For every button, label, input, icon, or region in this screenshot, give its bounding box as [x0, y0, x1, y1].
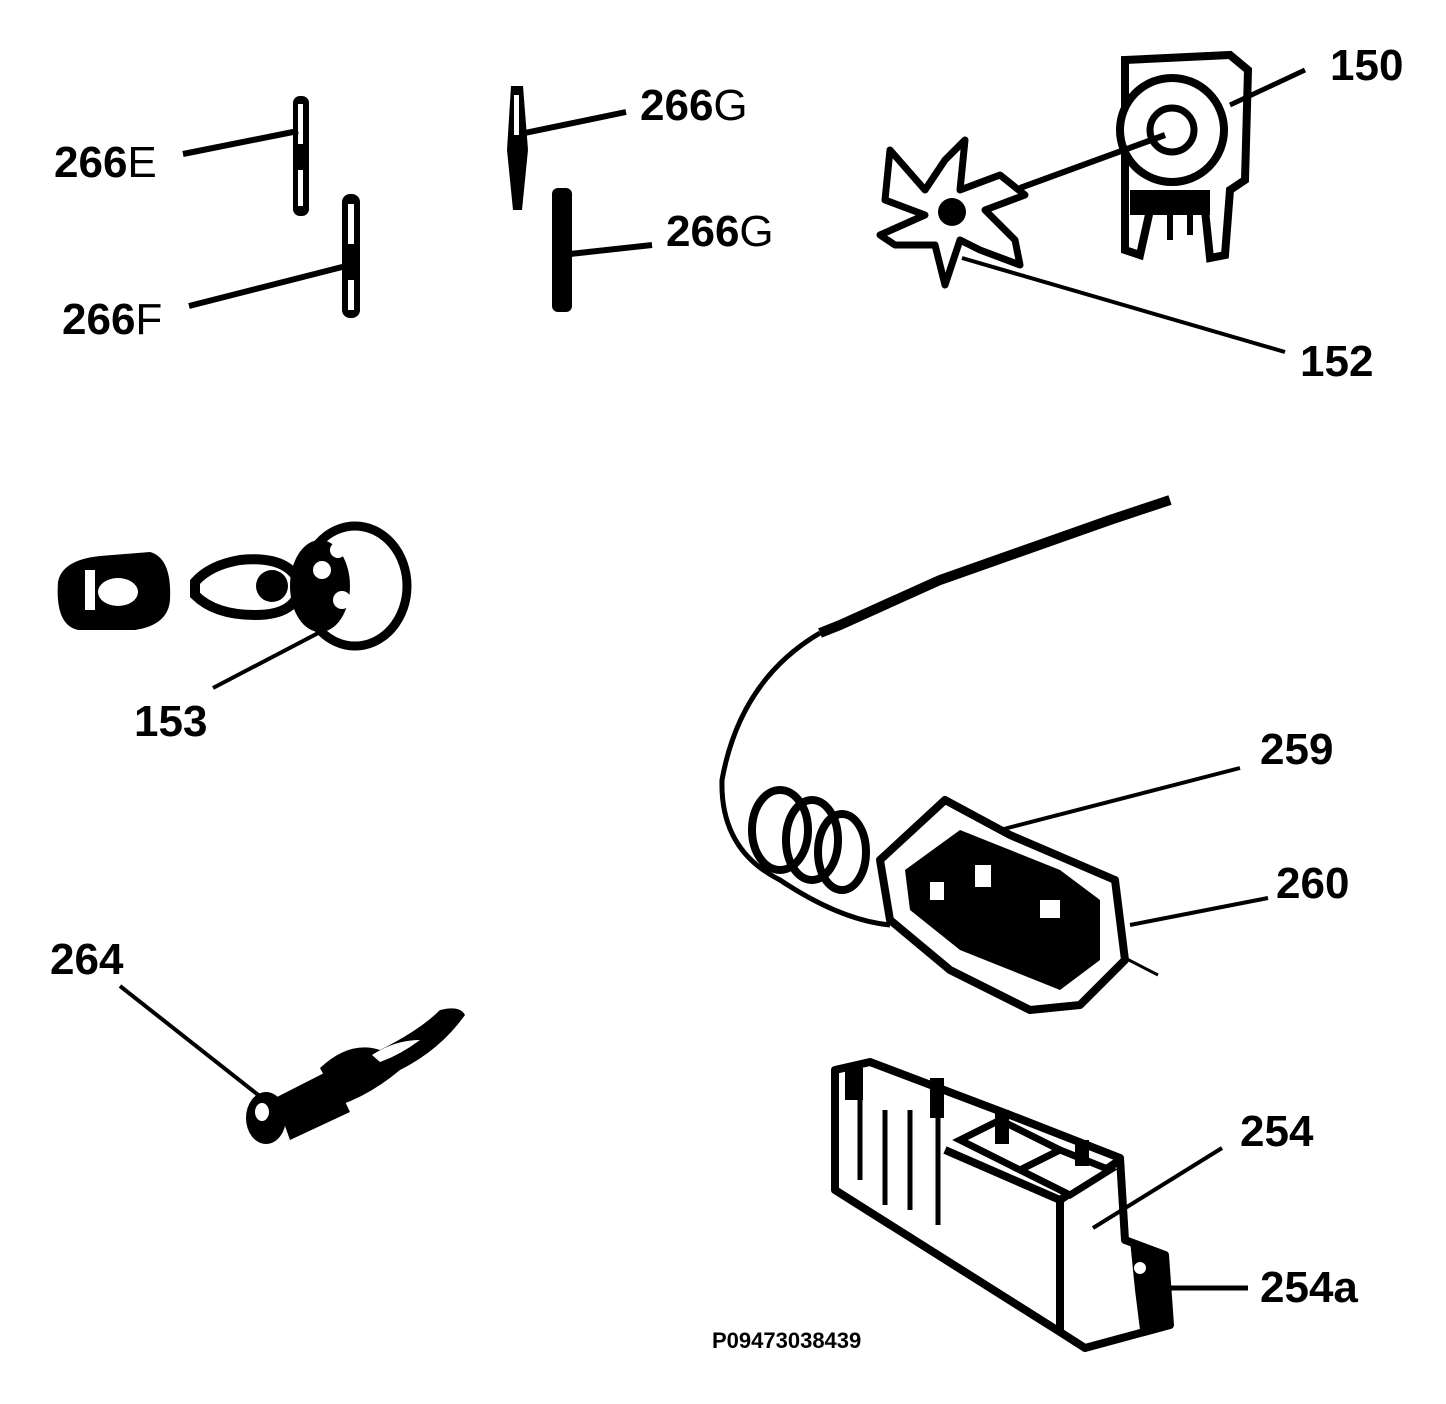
label-266g-lower: 266G — [666, 207, 774, 256]
label-264: 264 — [50, 935, 124, 984]
leader-266g-lower — [569, 242, 653, 257]
capillary-tube — [719, 630, 891, 928]
part-266g-upper-pin — [507, 86, 627, 210]
label-260: 260 — [1276, 859, 1350, 908]
leader-260 — [1129, 896, 1269, 927]
leader-152 — [961, 256, 1286, 354]
label-153: 153 — [134, 697, 208, 746]
leader-266g-upper — [519, 109, 627, 137]
part-150-motor — [1018, 50, 1307, 263]
label-266f: 266F — [62, 295, 163, 344]
leader-153 — [212, 628, 325, 690]
label-152: 152 — [1300, 337, 1374, 386]
label-266e: 266E — [54, 138, 157, 187]
part-266e-pin — [182, 96, 309, 216]
label-254: 254 — [1240, 1107, 1314, 1156]
part-153-lamp-holder — [57, 521, 412, 690]
motor-shaft — [1018, 132, 1167, 191]
label-150: 150 — [1330, 41, 1404, 90]
leader-254 — [1091, 1146, 1224, 1230]
part-152-fan-blade — [876, 136, 1286, 354]
part-266f-pin — [188, 194, 360, 318]
leader-266e — [182, 128, 299, 157]
part-264-lamp — [118, 984, 465, 1144]
label-266g-upper: 266G — [640, 81, 748, 130]
part-266g-lower-pin — [552, 188, 653, 312]
leader-259 — [999, 766, 1241, 832]
leader-266f — [188, 262, 351, 309]
capillary-probe — [818, 495, 1172, 638]
label-254a: 254a — [1260, 1263, 1358, 1312]
leader-150 — [1228, 67, 1307, 108]
leader-264 — [118, 984, 264, 1100]
part-254-ignition-unit — [831, 1058, 1248, 1352]
label-259: 259 — [1260, 725, 1334, 774]
drawing-code: P09473038439 — [712, 1328, 862, 1353]
part-259-thermostat — [719, 495, 1269, 1014]
